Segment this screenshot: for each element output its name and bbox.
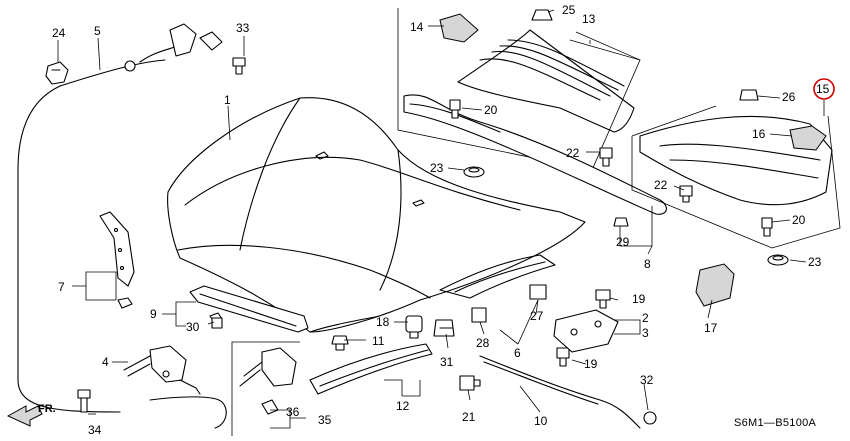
cover-17[interactable] xyxy=(695,263,735,307)
clip-22b[interactable] xyxy=(679,185,693,203)
callout-labels: 1 5 24 33 7 9 30 4 34 11 18 12 31 28 6 2… xyxy=(52,3,822,437)
clip-32[interactable] xyxy=(643,411,657,425)
callout-24[interactable]: 24 xyxy=(52,26,66,40)
callout-14[interactable]: 14 xyxy=(410,20,424,34)
clip-20a[interactable] xyxy=(449,99,461,119)
clip-23b[interactable] xyxy=(767,254,789,266)
callout-20-upper[interactable]: 20 xyxy=(484,103,498,117)
cowl-side-15[interactable] xyxy=(639,89,833,206)
hood-hinge-2-3[interactable] xyxy=(553,309,619,353)
callout-23-right[interactable]: 23 xyxy=(808,255,822,269)
release-cable[interactable] xyxy=(17,23,227,429)
callout-10[interactable]: 10 xyxy=(534,414,548,428)
clip-21[interactable] xyxy=(459,375,481,391)
callout-22-upper[interactable]: 22 xyxy=(566,146,580,160)
front-direction-arrow: FR. xyxy=(6,403,56,427)
clip-20b[interactable] xyxy=(761,217,773,237)
callout-31[interactable]: 31 xyxy=(440,355,454,369)
clip-11[interactable] xyxy=(331,335,349,351)
callout-16[interactable]: 16 xyxy=(752,127,766,141)
callout-13[interactable]: 13 xyxy=(582,12,596,26)
callout-20-right[interactable]: 20 xyxy=(792,213,806,227)
callout-5[interactable]: 5 xyxy=(94,24,101,38)
cowl-box-15 xyxy=(631,105,841,249)
callout-33[interactable]: 33 xyxy=(236,21,250,35)
bolt-34[interactable] xyxy=(77,389,91,413)
diagram-code: S6M1—B5100A xyxy=(734,417,817,429)
hood-seal[interactable] xyxy=(439,254,556,299)
callout-36[interactable]: 36 xyxy=(286,405,300,419)
leader-lines xyxy=(57,9,825,429)
callout-28[interactable]: 28 xyxy=(476,336,490,350)
callout-6[interactable]: 6 xyxy=(514,346,521,360)
clip-22a[interactable] xyxy=(599,147,613,167)
hood-insulator-12[interactable] xyxy=(309,343,433,395)
callout-12[interactable]: 12 xyxy=(396,399,410,413)
hood-stay-7[interactable] xyxy=(99,211,135,309)
callout-7[interactable]: 7 xyxy=(58,280,65,294)
bolt-33[interactable] xyxy=(232,57,246,75)
callout-21[interactable]: 21 xyxy=(462,410,476,424)
callout-8[interactable]: 8 xyxy=(644,257,651,271)
callout-22-right[interactable]: 22 xyxy=(654,178,668,192)
bumper-18[interactable] xyxy=(405,315,423,339)
clip-28[interactable] xyxy=(471,307,487,323)
hood-panel[interactable] xyxy=(167,97,586,333)
callout-25[interactable]: 25 xyxy=(562,3,576,17)
cowl-cover-13[interactable] xyxy=(439,9,635,133)
clip-23a[interactable] xyxy=(463,166,485,178)
clip-27[interactable] xyxy=(529,284,547,300)
callout-29[interactable]: 29 xyxy=(616,235,630,249)
callout-27[interactable]: 27 xyxy=(530,309,544,323)
clip-31[interactable] xyxy=(433,319,455,337)
hood-latch-4[interactable] xyxy=(123,345,201,395)
callout-35[interactable]: 35 xyxy=(318,413,332,427)
callout-30[interactable]: 30 xyxy=(186,320,200,334)
callout-15[interactable]: 15 xyxy=(816,82,830,96)
clip-29[interactable] xyxy=(613,217,629,227)
callout-19-upper[interactable]: 19 xyxy=(632,292,646,306)
callout-23-upper[interactable]: 23 xyxy=(430,161,444,175)
direction-label: FR. xyxy=(38,403,56,415)
callout-11[interactable]: 11 xyxy=(372,334,385,348)
callout-9[interactable]: 9 xyxy=(150,307,157,321)
callout-19-lower[interactable]: 19 xyxy=(584,357,598,371)
clip-19a[interactable] xyxy=(595,289,611,309)
callout-34[interactable]: 34 xyxy=(88,423,102,437)
callout-2[interactable]: 2 xyxy=(642,311,649,325)
callout-17[interactable]: 17 xyxy=(704,321,718,335)
callout-1[interactable]: 1 xyxy=(224,93,231,107)
callout-4[interactable]: 4 xyxy=(102,355,109,369)
clip-30[interactable] xyxy=(211,317,223,329)
callout-15-highlight[interactable]: 15 xyxy=(813,78,835,100)
callout-18[interactable]: 18 xyxy=(376,315,390,329)
clip-24[interactable] xyxy=(45,61,69,85)
clip-19b[interactable] xyxy=(556,347,570,367)
callout-3[interactable]: 3 xyxy=(642,326,649,340)
callout-32[interactable]: 32 xyxy=(640,373,654,387)
callout-26[interactable]: 26 xyxy=(782,90,796,104)
hood-rod-10[interactable] xyxy=(479,355,641,429)
